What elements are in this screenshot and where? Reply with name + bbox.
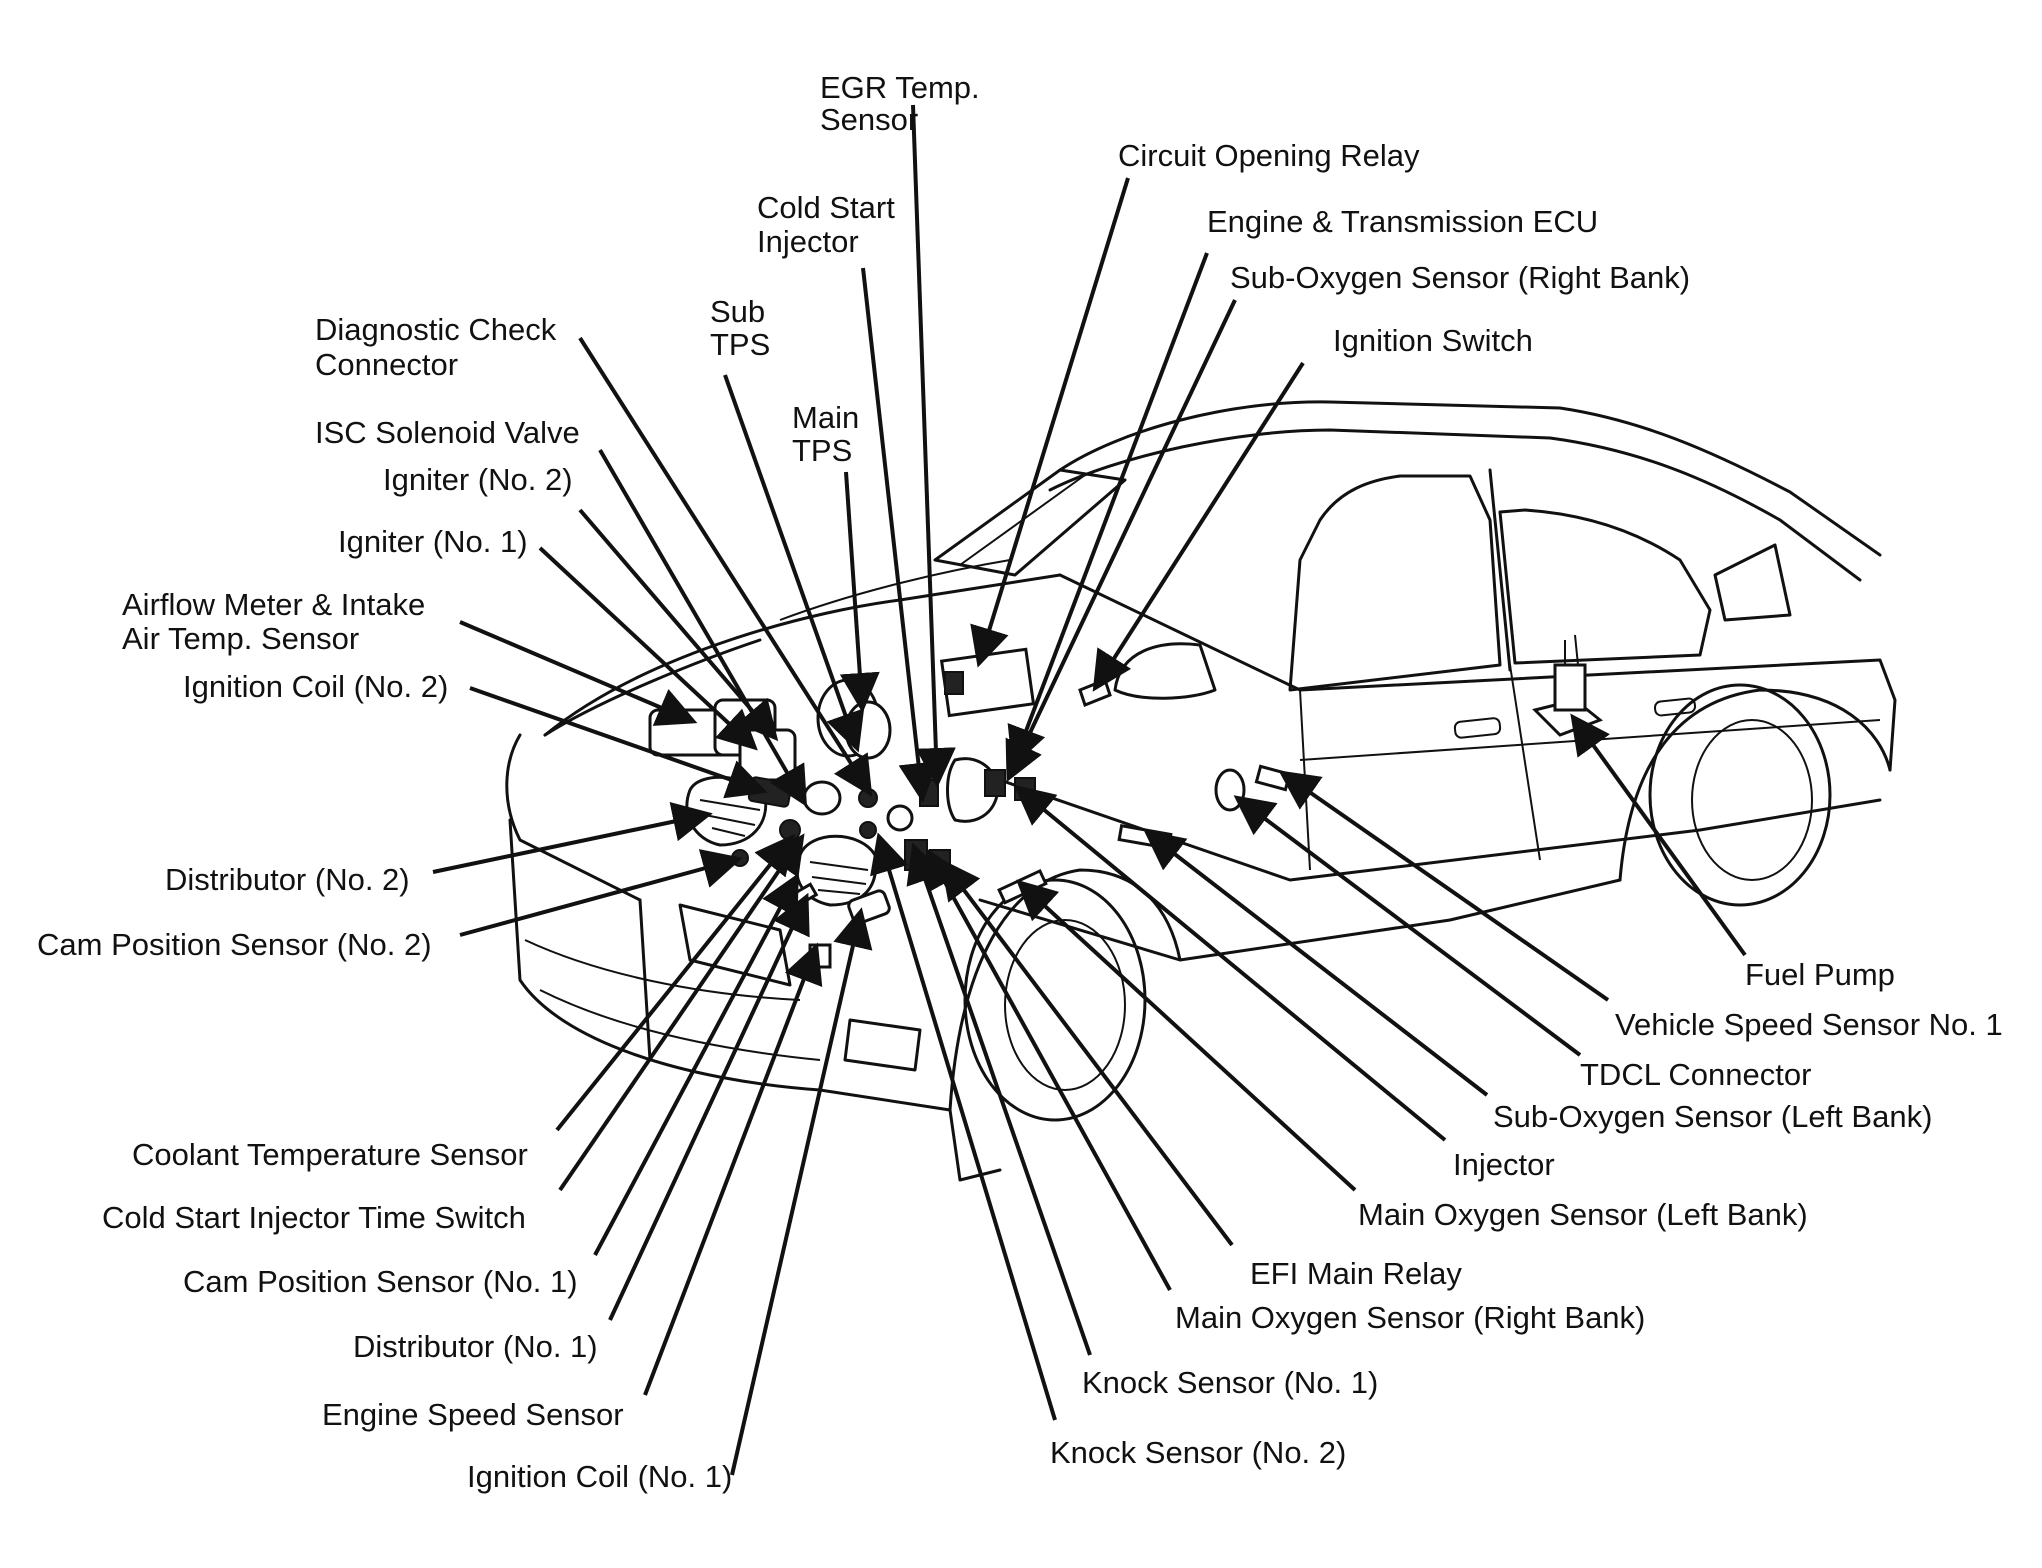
label-engine-transmission-ecu: Engine & Transmission ECU bbox=[1207, 204, 1598, 239]
label-distributor-no2: Distributor (No. 2) bbox=[165, 862, 410, 897]
sub-oxy-right-part bbox=[984, 769, 1006, 797]
label-knock-sensor-no2: Knock Sensor (No. 2) bbox=[1050, 1435, 1346, 1470]
cam-position-sensor-no2-part bbox=[731, 849, 749, 867]
leader-efi-main-relay bbox=[940, 858, 1234, 1247]
label-main-oxygen-sensor-right: Main Oxygen Sensor (Right Bank) bbox=[1175, 1300, 1645, 1335]
leader-ignition-coil-no2 bbox=[469, 686, 768, 799]
leader-isc-solenoid-valve bbox=[598, 448, 808, 807]
label-ignition-coil-no1: Ignition Coil (No. 1) bbox=[467, 1459, 732, 1494]
label-sub-tps: Sub TPS bbox=[710, 294, 774, 362]
leader-cold-start-time-switch bbox=[558, 833, 805, 1192]
leader-circuit-opening-relay bbox=[970, 177, 1130, 668]
leader-egr-temp-sensor bbox=[911, 104, 956, 788]
leader-main-oxygen-right bbox=[926, 847, 1172, 1291]
knock-sensor-part bbox=[886, 804, 914, 832]
label-efi-main-relay: EFI Main Relay bbox=[1250, 1256, 1462, 1291]
leader-coolant-temp-sensor bbox=[555, 833, 796, 1132]
leader-knock-sensor-no2 bbox=[870, 832, 1057, 1421]
tdcl-connector-part bbox=[1214, 768, 1246, 812]
label-airflow-meter: Airflow Meter & Intake Air Temp. Sensor bbox=[122, 587, 434, 656]
label-igniter-no2: Igniter (No. 2) bbox=[383, 462, 573, 497]
leader-distributor-no2 bbox=[432, 801, 713, 874]
fuel-pump-part bbox=[1553, 663, 1587, 712]
leader-sub-tps bbox=[723, 374, 865, 753]
leader-engine-transmission-ecu bbox=[1007, 252, 1209, 768]
leader-diagnostic-check-connector bbox=[578, 336, 873, 797]
label-vehicle-speed-sensor-no1: Vehicle Speed Sensor No. 1 bbox=[1615, 1007, 2003, 1042]
cam-position-sensor-no1-part bbox=[779, 819, 801, 841]
label-isc-solenoid-valve: ISC Solenoid Valve bbox=[315, 415, 580, 450]
leader-sub-oxygen-right bbox=[1005, 299, 1237, 783]
label-engine-speed-sensor: Engine Speed Sensor bbox=[322, 1397, 624, 1432]
leader-engine-speed-sensor bbox=[643, 942, 823, 1396]
label-distributor-no1: Distributor (No. 1) bbox=[353, 1329, 598, 1364]
label-cold-start-injector: Cold Start Injector bbox=[757, 190, 903, 259]
vehicle-speed-sensor-part bbox=[1254, 764, 1292, 792]
label-sub-oxygen-sensor-right: Sub-Oxygen Sensor (Right Bank) bbox=[1230, 260, 1690, 295]
label-sub-oxygen-sensor-left: Sub-Oxygen Sensor (Left Bank) bbox=[1493, 1099, 1932, 1134]
diag-connector-part bbox=[858, 788, 878, 808]
label-fuel-pump: Fuel Pump bbox=[1745, 957, 1895, 992]
leader-cam-position-no2 bbox=[459, 849, 743, 937]
leader-main-oxygen-left bbox=[1016, 879, 1357, 1192]
leader-main-tps bbox=[839, 471, 880, 713]
leader-knock-sensor-no1 bbox=[906, 842, 1092, 1356]
label-circuit-opening-relay: Circuit Opening Relay bbox=[1118, 138, 1420, 173]
leader-ignition-switch bbox=[1092, 361, 1305, 692]
label-cold-start-injector-time-switch: Cold Start Injector Time Switch bbox=[102, 1200, 526, 1235]
leader-vehicle-speed-sensor bbox=[1278, 770, 1610, 1002]
leader-ignition-coil-no1 bbox=[730, 907, 873, 1476]
leader-injector bbox=[1013, 784, 1447, 1142]
label-main-tps: Main TPS bbox=[792, 400, 868, 468]
leader-cam-position-no1 bbox=[593, 872, 799, 1256]
leader-sub-oxygen-left bbox=[1143, 830, 1489, 1097]
leader-fuel-pump bbox=[1570, 713, 1747, 957]
label-cam-position-sensor-no1: Cam Position Sensor (No. 1) bbox=[183, 1264, 578, 1299]
leader-airflow-meter bbox=[459, 620, 698, 726]
cold-start-sw-part bbox=[859, 821, 877, 839]
label-ignition-switch: Ignition Switch bbox=[1333, 323, 1533, 358]
label-knock-sensor-no1: Knock Sensor (No. 1) bbox=[1082, 1365, 1378, 1400]
label-diagnostic-check-connector: Diagnostic Check Connector bbox=[315, 312, 565, 382]
label-igniter-no1: Igniter (No. 1) bbox=[338, 524, 528, 559]
leader-igniter-no2 bbox=[578, 508, 779, 742]
leader-distributor-no1 bbox=[608, 892, 810, 1321]
label-ignition-coil-no2: Ignition Coil (No. 2) bbox=[183, 669, 448, 704]
isc-valve-part bbox=[802, 780, 842, 816]
label-cam-position-sensor-no2: Cam Position Sensor (No. 2) bbox=[37, 927, 432, 962]
label-tdcl-connector: TDCL Connector bbox=[1580, 1057, 1811, 1092]
leader-lines bbox=[432, 104, 1747, 1476]
ignition-switch-part bbox=[1078, 678, 1112, 707]
leader-tdcl-connector bbox=[1233, 795, 1582, 1057]
leader-cold-start-injector bbox=[861, 267, 939, 803]
label-injector: Injector bbox=[1453, 1147, 1555, 1182]
ecu-connector bbox=[944, 671, 964, 695]
component-labels: EGR Temp. Sensor Circuit Opening Relay C… bbox=[37, 70, 2003, 1494]
label-coolant-temperature-sensor: Coolant Temperature Sensor bbox=[132, 1137, 528, 1172]
label-egr-temp-sensor: EGR Temp. Sensor bbox=[820, 70, 988, 137]
label-main-oxygen-sensor-left: Main Oxygen Sensor (Left Bank) bbox=[1358, 1197, 1808, 1232]
leader-igniter-no1 bbox=[538, 546, 758, 751]
